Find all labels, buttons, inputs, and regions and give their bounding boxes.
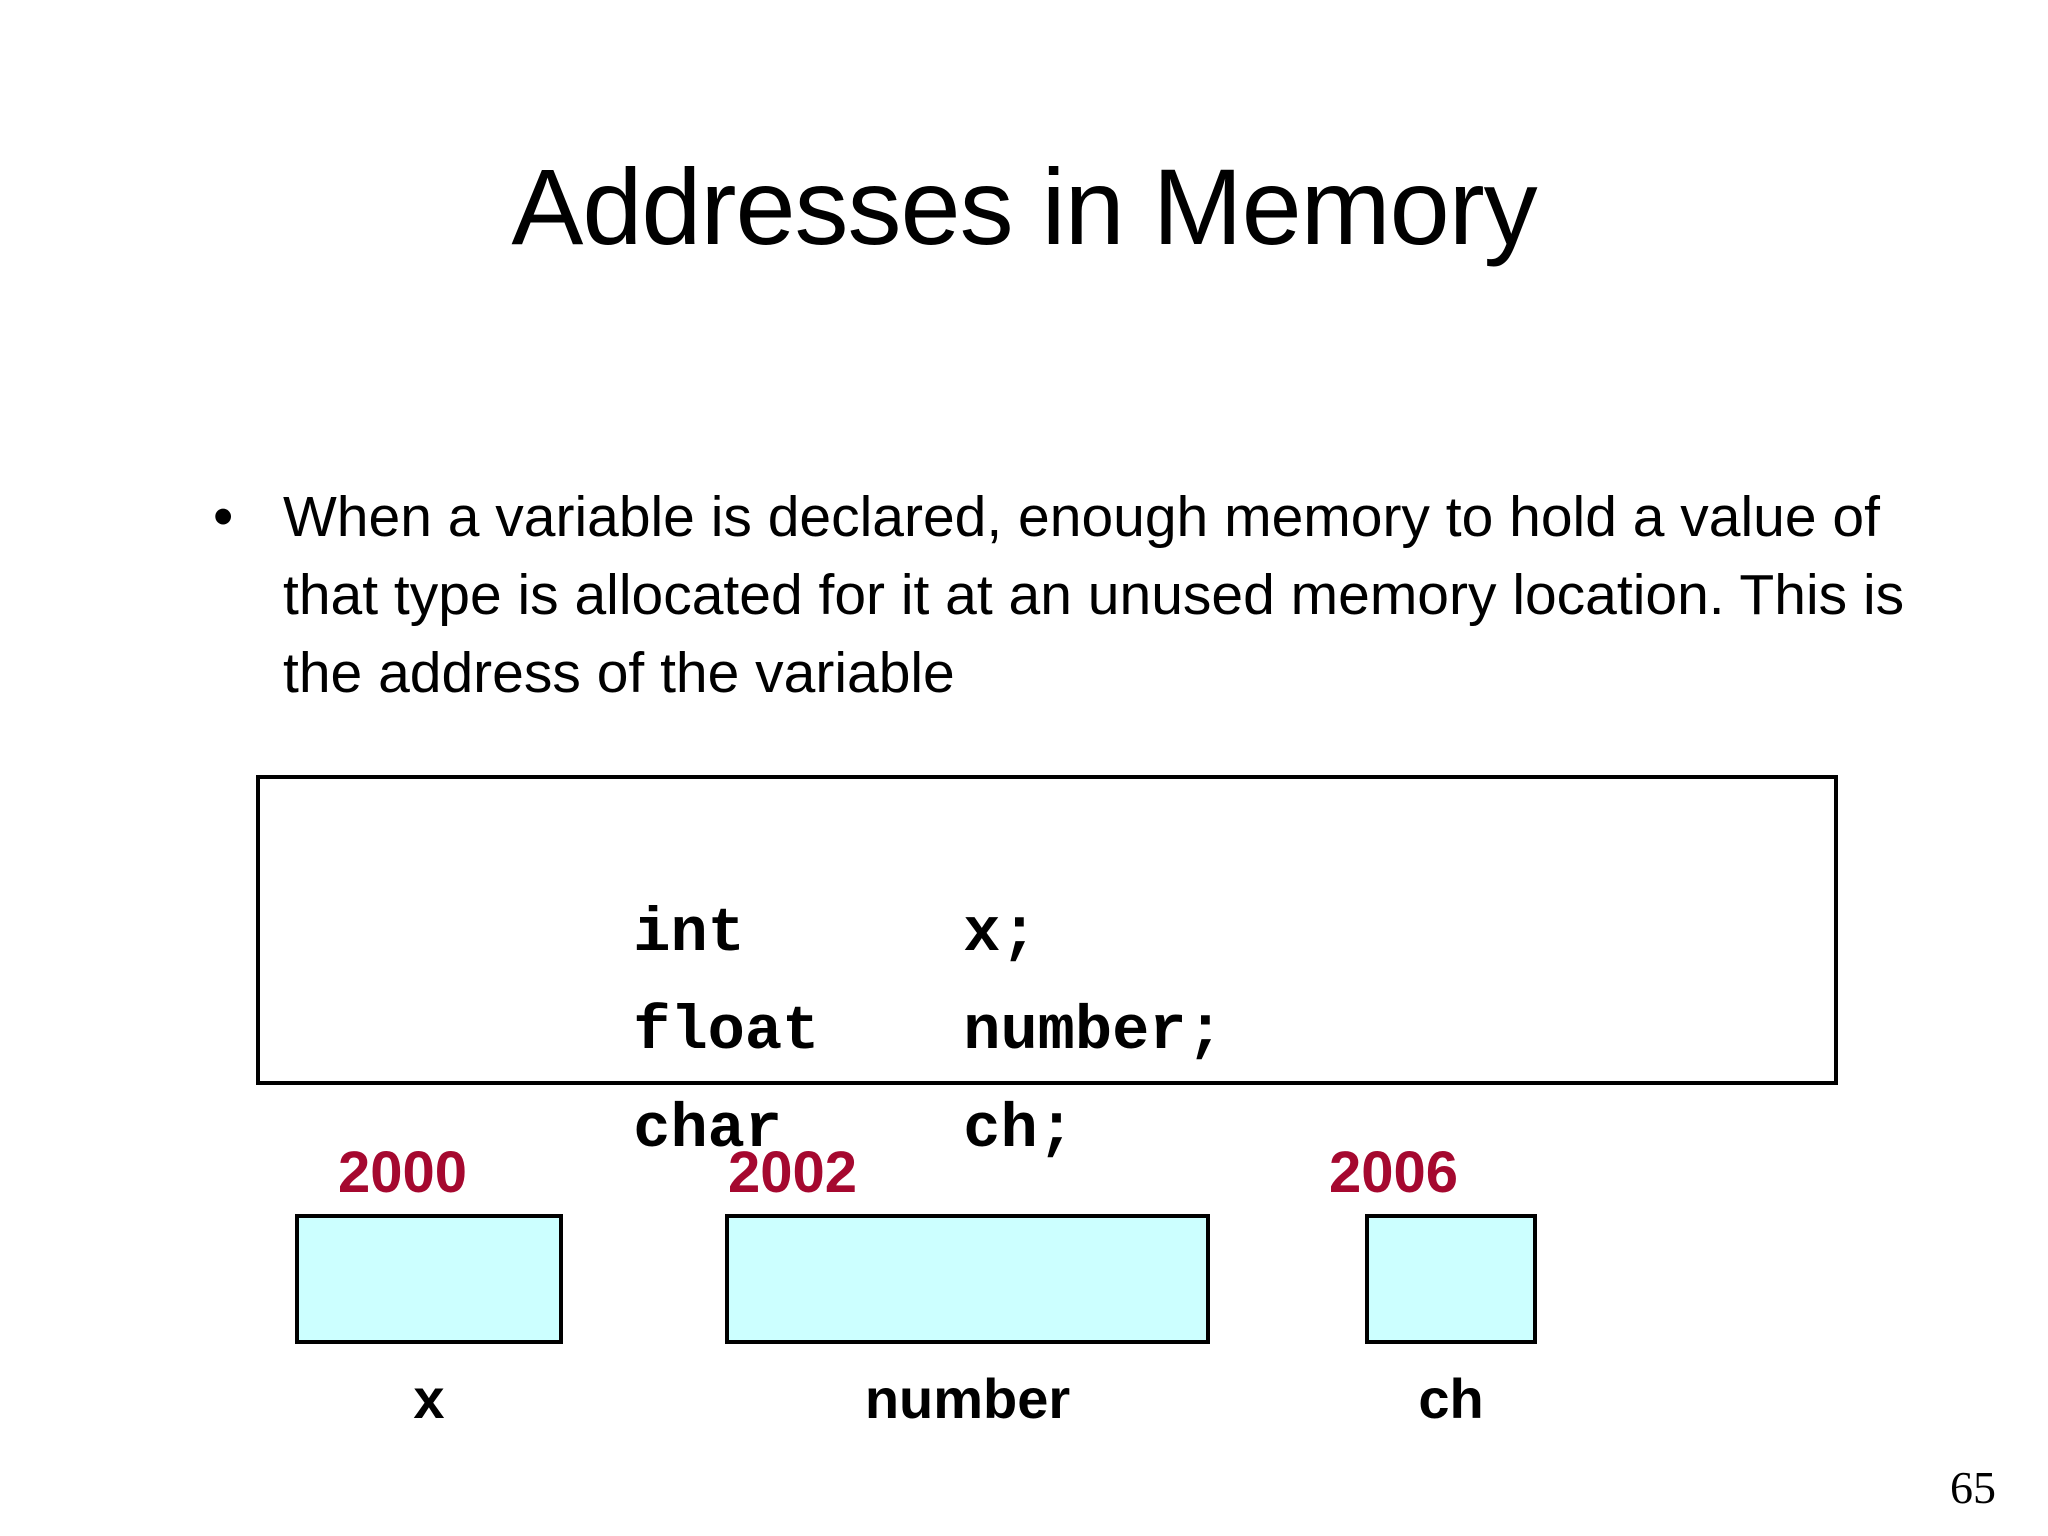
list-item: • When a variable is declared, enough me… xyxy=(205,478,1925,712)
memory-address-label: 2002 xyxy=(728,1140,858,1205)
memory-slot-box xyxy=(1365,1214,1537,1344)
memory-address-label: 2000 xyxy=(338,1140,468,1205)
code-line: char ch; xyxy=(260,983,1834,1165)
page-number: 65 xyxy=(1950,1462,1996,1513)
memory-cell-number: 2002 number xyxy=(720,1140,1210,1430)
code-type-keyword: int xyxy=(633,898,745,969)
bullet-list: • When a variable is declared, enough me… xyxy=(205,478,1925,712)
code-line: int x; xyxy=(260,787,1834,969)
code-line: float number; xyxy=(260,885,1834,1067)
memory-layout-diagram: 2000 x 2002 number 2006 ch xyxy=(0,1140,2048,1470)
bullet-point-icon: • xyxy=(213,484,234,549)
code-variable-name: number; xyxy=(963,996,1224,1067)
memory-address-label: 2006 xyxy=(1329,1140,1459,1205)
memory-cell-ch: 2006 ch xyxy=(1325,1140,1537,1430)
page-title: Addresses in Memory xyxy=(511,146,1537,267)
bullet-text: When a variable is declared, enough memo… xyxy=(283,485,1905,705)
code-declaration-box: int x; float number; char ch; xyxy=(256,775,1838,1165)
code-type-keyword: char xyxy=(633,1094,783,1165)
memory-slot-box xyxy=(295,1214,563,1344)
code-variable-name: ch; xyxy=(963,1094,1075,1165)
code-type-keyword: float xyxy=(633,996,820,1067)
memory-cell-x: 2000 x xyxy=(290,1140,565,1430)
memory-variable-label: ch xyxy=(1418,1367,1484,1430)
memory-variable-label: x xyxy=(413,1367,445,1430)
memory-slot-box xyxy=(725,1214,1210,1344)
memory-variable-label: number xyxy=(864,1367,1071,1430)
code-variable-name: x; xyxy=(963,898,1038,969)
